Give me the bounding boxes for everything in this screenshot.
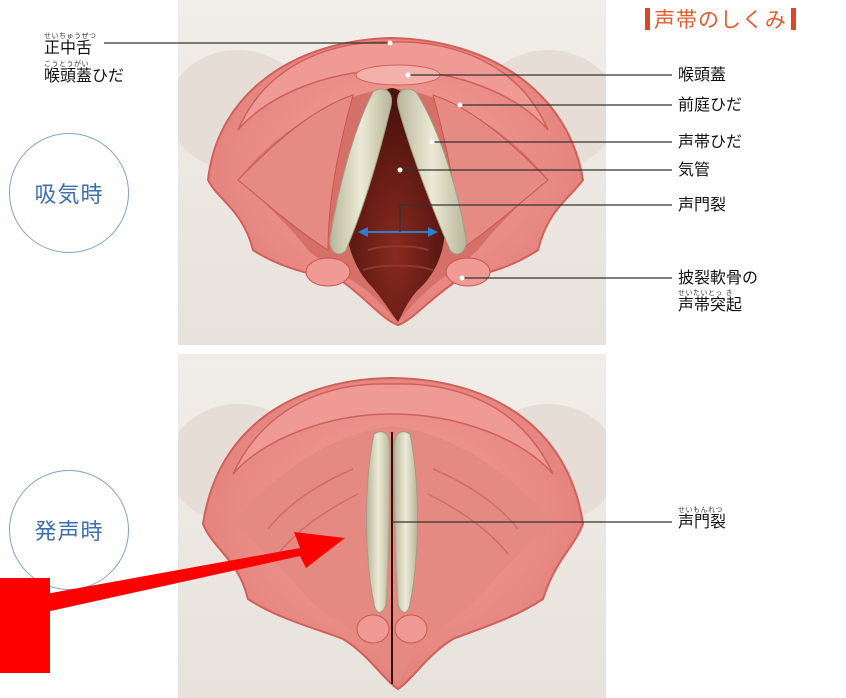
red-arrow-shape (40, 532, 345, 612)
